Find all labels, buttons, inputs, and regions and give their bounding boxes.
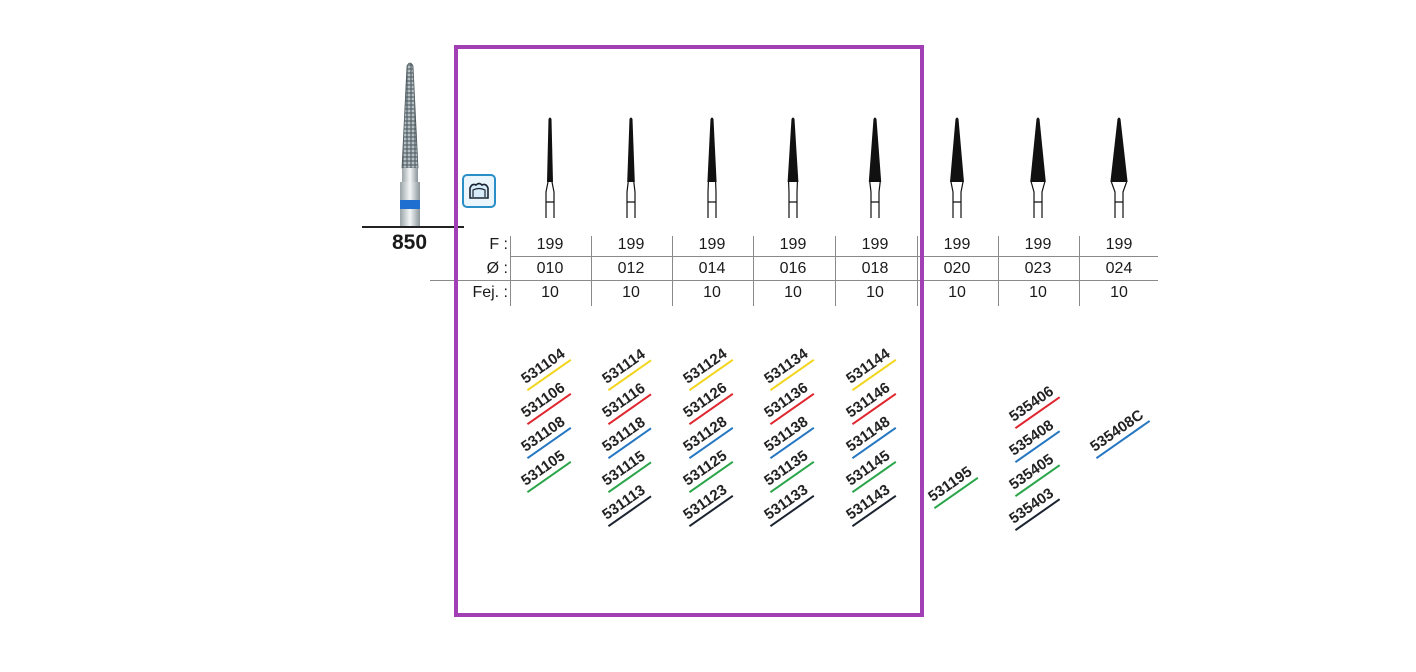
cell-diameter: 020 [943, 260, 971, 277]
table-column-divider [998, 236, 999, 306]
cell-head: 10 [784, 284, 802, 301]
table-column-divider [835, 236, 836, 306]
cell-figure: 199 [943, 236, 971, 253]
model-underline [362, 226, 464, 228]
cell-diameter: 018 [861, 260, 889, 277]
cell-diameter: 023 [1024, 260, 1052, 277]
cell-figure: 199 [779, 236, 807, 253]
cell-head: 10 [1029, 284, 1047, 301]
cell-head: 10 [703, 284, 721, 301]
cell-head: 10 [866, 284, 884, 301]
bur-silhouette-icon [950, 117, 964, 218]
cell-diameter: 012 [617, 260, 645, 277]
table-column-divider [753, 236, 754, 306]
product-code[interactable]: 535408C [1086, 406, 1151, 459]
bur-silhouette-icon [626, 117, 636, 218]
row-label-diameter: Ø : [486, 260, 508, 277]
highlight-frame [454, 45, 924, 617]
table-rule-1 [510, 256, 1158, 257]
cell-figure: 199 [617, 236, 645, 253]
row-label-figure: F : [489, 236, 508, 253]
diamond-bur-image [400, 62, 420, 227]
model-number: 850 [392, 231, 428, 254]
table-column-divider [1079, 236, 1080, 306]
bur-silhouette-icon [868, 117, 882, 218]
bur-silhouette-icon [1110, 117, 1128, 218]
table-column-divider [917, 236, 918, 306]
bur-silhouette-icon [1030, 117, 1046, 218]
row-label-head: Fej. : [472, 284, 508, 301]
bur-silhouette-icon [707, 117, 717, 218]
table-column-divider [591, 236, 592, 306]
cell-figure: 199 [1024, 236, 1052, 253]
cell-head: 10 [622, 284, 640, 301]
cell-figure: 199 [536, 236, 564, 253]
bur-silhouette-icon [545, 117, 555, 218]
cell-diameter: 016 [779, 260, 807, 277]
cell-diameter: 014 [698, 260, 726, 277]
cell-diameter: 010 [536, 260, 564, 277]
cell-figure: 199 [1105, 236, 1133, 253]
table-rule-2 [430, 280, 1158, 281]
cell-head: 10 [1110, 284, 1128, 301]
bur-silhouette-icon [787, 117, 799, 218]
cell-diameter: 024 [1105, 260, 1133, 277]
cell-head: 10 [948, 284, 966, 301]
table-rule-v1 [510, 236, 511, 306]
crown-prep-icon [462, 174, 496, 208]
product-code[interactable]: 531195 [924, 462, 979, 509]
cell-figure: 199 [698, 236, 726, 253]
cell-figure: 199 [861, 236, 889, 253]
table-column-divider [672, 236, 673, 306]
cell-head: 10 [541, 284, 559, 301]
